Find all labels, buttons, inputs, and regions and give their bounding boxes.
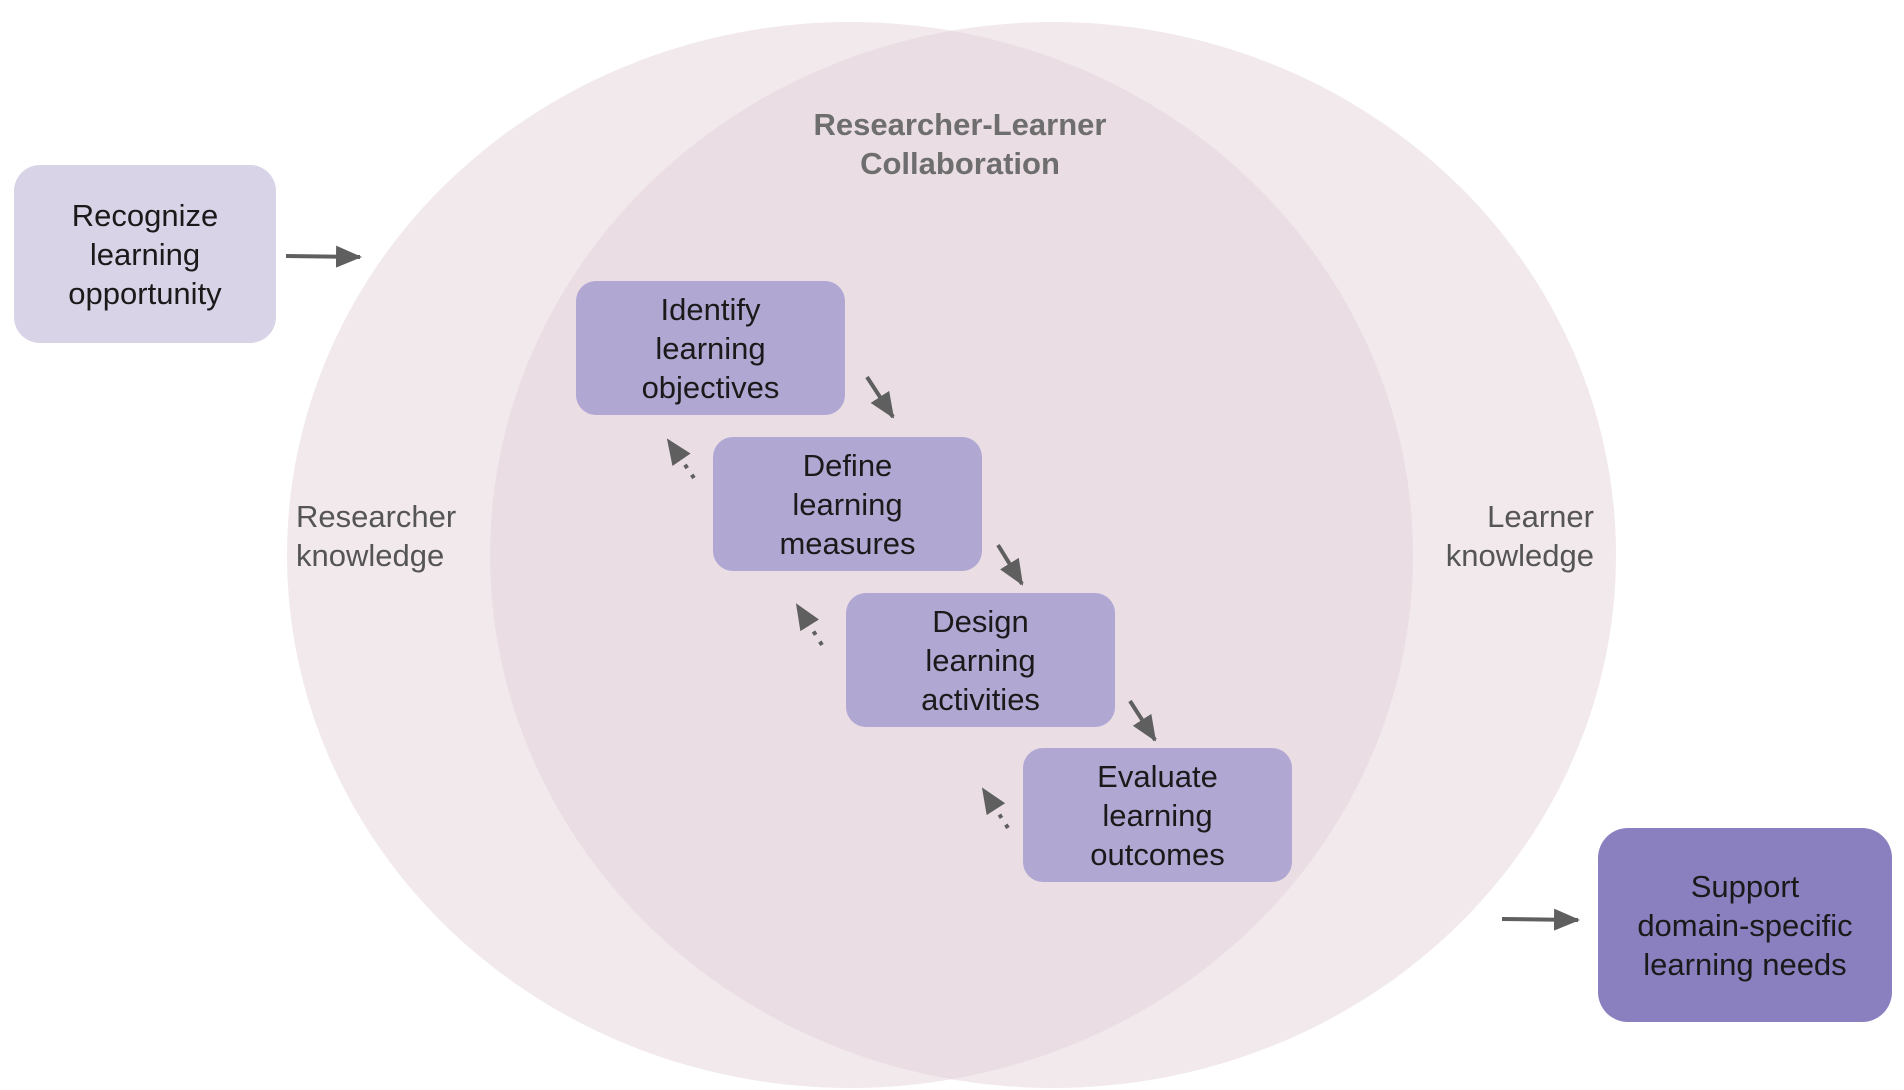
step-4-line-2: learning [1102,797,1213,833]
feedback-arrow-4-3 [981,787,1010,830]
output-line-3: learning needs [1643,946,1847,982]
step-3-line-3: activities [921,681,1040,717]
researcher-knowledge-label: Researcher knowledge [296,497,456,575]
output-line-1: Support [1690,868,1800,904]
feedback-arrow-2-1 [666,438,696,480]
step-2-line-2: learning [792,486,903,522]
forward-arrow-2-3 [996,543,1024,586]
step-3-line-1: Design [932,603,1029,639]
step-1-line-1: Identify [660,291,761,327]
input-line-3: opportunity [68,275,222,311]
output-arrow [1501,908,1580,931]
researcher-knowledge-label-line-1: Researcher [296,499,457,534]
step-1-line-2: learning [655,330,766,366]
learner-knowledge-label-line-2: knowledge [1445,538,1594,573]
learner-knowledge-label: Learner knowledge [1400,497,1594,575]
step-2-line-3: measures [779,525,916,561]
identify-learning-objectives-box: Identify learning objectives [576,281,845,415]
evaluate-learning-outcomes-box: Evaluate learning outcomes [1023,748,1292,882]
collaboration-title: Researcher-Learner Collaboration [760,105,1160,183]
input-line-2: learning [89,236,201,272]
design-learning-activities-box: Design learning activities [846,593,1115,727]
define-learning-measures-box: Define learning measures [713,437,982,571]
step-4-line-3: outcomes [1090,836,1225,872]
support-domain-specific-learning-needs-box: Support domain-specific learning needs [1598,828,1892,1022]
feedback-arrow-3-2 [795,603,824,647]
researcher-knowledge-label-line-2: knowledge [296,538,445,573]
collaboration-title-line-1: Researcher-Learner [813,107,1107,142]
collaboration-title-line-2: Collaboration [860,146,1060,181]
input-arrow [285,245,362,268]
forward-arrow-1-2 [865,375,895,419]
recognize-learning-opportunity-box: Recognize learning opportunity [14,165,276,343]
step-4-line-1: Evaluate [1097,758,1218,794]
step-3-line-2: learning [925,642,1036,678]
learner-knowledge-label-line-1: Learner [1487,499,1594,534]
input-line-1: Recognize [71,197,219,233]
step-1-line-3: objectives [641,369,780,405]
output-line-2: domain-specific [1637,907,1853,943]
step-2-line-1: Define [802,447,893,483]
forward-arrow-3-4 [1128,699,1157,742]
